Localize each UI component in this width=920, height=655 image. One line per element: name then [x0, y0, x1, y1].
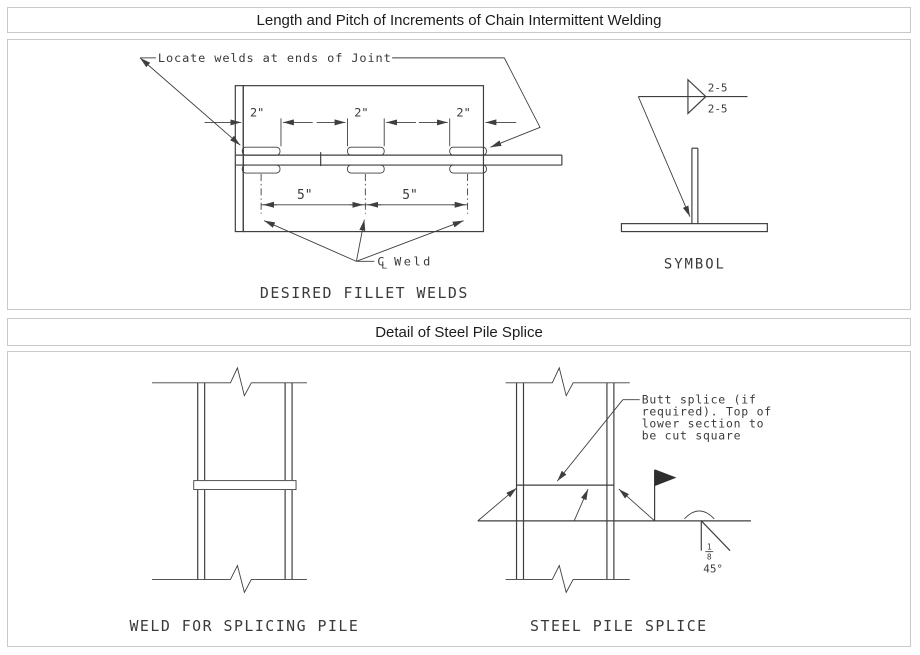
- annotation-line-1: Butt splice (if: [642, 393, 757, 407]
- locate-welds-leader: Locate welds at ends of Joint: [139, 51, 541, 148]
- bevel-angle-label: 45°: [703, 563, 723, 576]
- pitch-dim-2: 5": [402, 188, 418, 203]
- annotation-line-4: be cut square: [642, 428, 742, 442]
- pile-splice-drawing-panel: WELD FOR SPLICING PILE 1: [7, 351, 911, 647]
- bottom-title-bar: Detail of Steel Pile Splice: [7, 318, 911, 346]
- fraction-denominator: 8: [707, 553, 712, 562]
- splice-weld-caption: WELD FOR SPLICING PILE: [129, 617, 359, 635]
- butt-splice-annotation: Butt splice (if required). Top of lower …: [556, 393, 772, 482]
- field-weld-flag: [654, 469, 677, 521]
- bottom-title-text: Detail of Steel Pile Splice: [375, 323, 543, 341]
- top-title-text: Length and Pitch of Increments of Chain …: [256, 11, 662, 29]
- fillet-weld-drawing-panel: Locate welds at ends of Joint: [7, 39, 911, 310]
- splice-weld-diagram: WELD FOR SPLICING PILE: [129, 366, 359, 635]
- centerline-symbol-c: C: [377, 254, 384, 268]
- fraction-numerator: 1: [707, 543, 712, 552]
- weld-symbol-caption: SYMBOL: [664, 256, 726, 272]
- root-opening-fraction: 1 8: [705, 543, 714, 562]
- centerline-weld-label: Weld: [394, 254, 433, 268]
- annotation-line-3: lower section to: [642, 416, 765, 430]
- weld-length-dimensions: 2" 2" 2": [204, 105, 517, 147]
- top-title-bar: Length and Pitch of Increments of Chain …: [7, 7, 911, 33]
- pile-splice-drawing: WELD FOR SPLICING PILE 1: [129, 366, 772, 635]
- weld-length-dim-1: 2": [250, 105, 264, 119]
- contour-arc: [684, 510, 715, 520]
- centerline-symbol-l: L: [381, 260, 387, 271]
- weld-length-dim-2: 2": [354, 105, 368, 119]
- fillet-diagram-caption: DESIRED FILLET WELDS: [260, 284, 469, 302]
- annotation-line-2: required). Top of: [642, 405, 772, 419]
- fillet-weld-drawing: Locate welds at ends of Joint: [139, 51, 768, 302]
- locate-welds-note: Locate welds at ends of Joint: [158, 51, 392, 65]
- fillet-weld-beads: [241, 146, 487, 174]
- tee-joint-structure: [234, 85, 563, 233]
- pitch-dim-1: 5": [297, 188, 313, 203]
- pitch-dimensions: 5" 5": [260, 174, 469, 214]
- steel-pile-splice-caption: STEEL PILE SPLICE: [530, 617, 708, 635]
- weld-symbol-diagram: 2-5 2-5 SYMBOL: [620, 78, 768, 272]
- weld-length-dim-3: 2": [456, 105, 470, 119]
- weld-symbol-size-bottom: 2-5: [708, 102, 728, 115]
- weld-symbol-size-top: 2-5: [708, 82, 728, 95]
- steel-pile-splice-diagram: 1 8 45° Butt splice (if required). Top o…: [477, 366, 772, 635]
- centerline-weld-callout: C L Weld: [263, 219, 464, 271]
